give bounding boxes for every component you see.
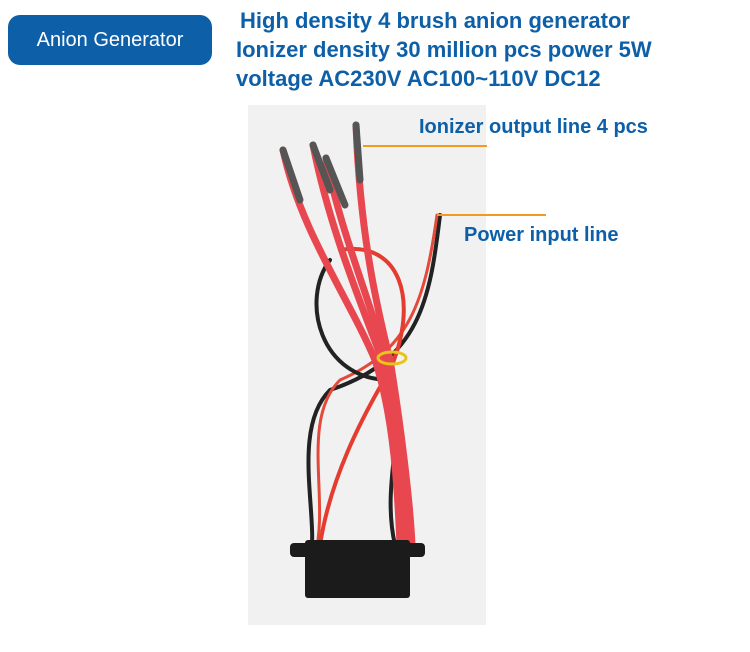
title-line: voltage AC230V AC100~110V DC12	[236, 66, 601, 91]
title-line: Ionizer density 30 million pcs power 5W	[236, 37, 652, 62]
title-line: High density 4 brush anion generator	[240, 8, 630, 33]
output-line-callout: Ionizer output line 4 pcs	[419, 116, 648, 138]
category-badge: Anion Generator	[8, 15, 212, 65]
product-title: High density 4 brush anion generator Ion…	[236, 6, 652, 93]
input-line-callout: Power input line	[464, 224, 619, 246]
